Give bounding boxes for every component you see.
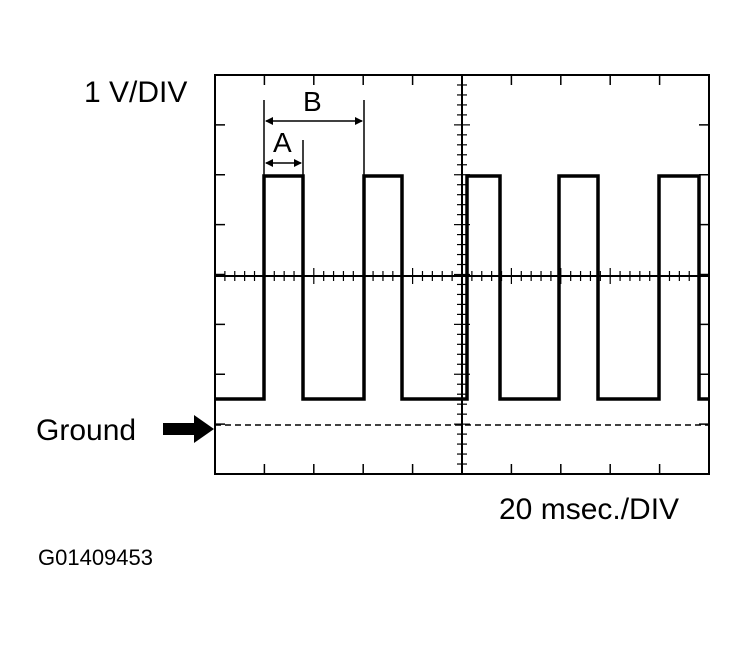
dimension-b-label: B [303,86,322,117]
vertical-scale-label: 1 V/DIV [84,76,188,109]
square-waveform [215,174,709,401]
ground-arrow-icon [163,415,214,443]
figure-id-label: G01409453 [38,545,153,570]
dimension-a-label: A [273,127,292,158]
ground-label: Ground [36,414,137,447]
horizontal-scale-label: 20 msec./DIV [499,493,680,526]
